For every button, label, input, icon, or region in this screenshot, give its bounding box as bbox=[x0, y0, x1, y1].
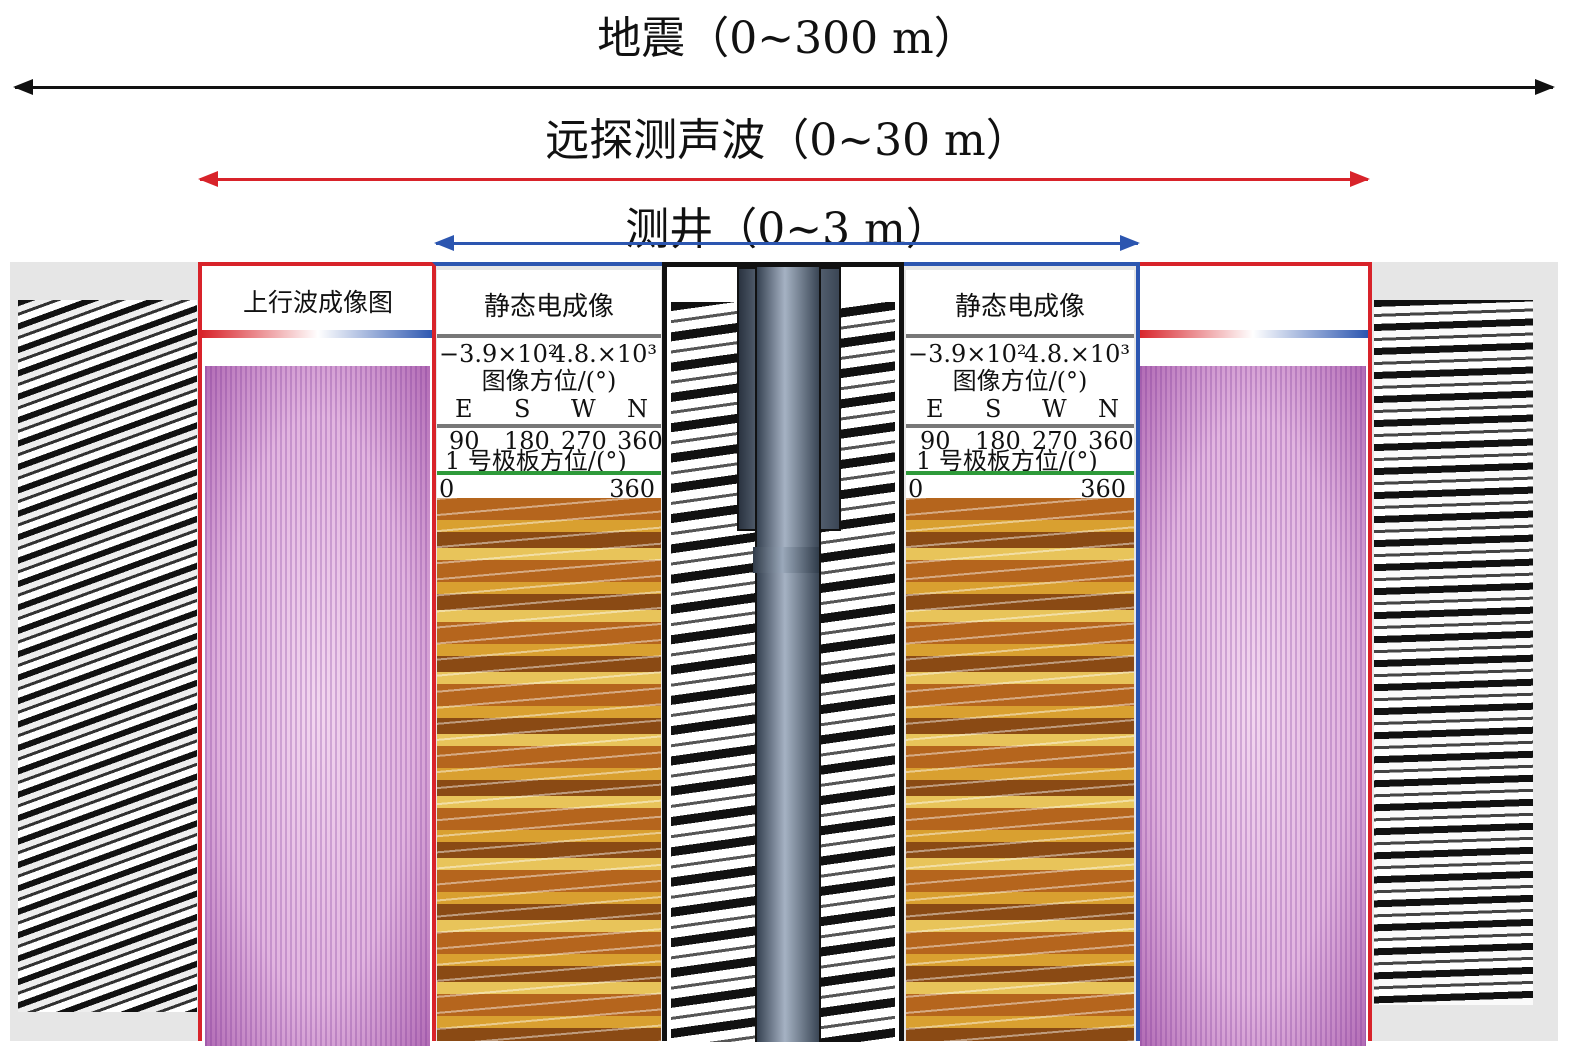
upgoing-wave-image bbox=[205, 366, 430, 1046]
dir-s: S bbox=[985, 395, 1002, 423]
tick: 270 bbox=[1032, 427, 1078, 455]
seismic-range-arrow bbox=[13, 79, 1555, 95]
divider bbox=[437, 334, 661, 338]
pad-azimuth-label: 1 号极板方位/(°) bbox=[916, 447, 1098, 475]
scale-min: −3.9×10² bbox=[439, 340, 558, 368]
dir-e: E bbox=[455, 395, 473, 423]
pad-curve-legend bbox=[906, 471, 1134, 475]
electric-image bbox=[437, 498, 661, 1041]
seismic-range-title: 地震（0~300 m） bbox=[597, 13, 978, 64]
scale-min: −3.9×10² bbox=[908, 340, 1027, 368]
pad-azimuth-label: 1 号极板方位/(°) bbox=[445, 447, 627, 475]
color-scale-bar bbox=[202, 330, 434, 338]
logging-tool-string bbox=[755, 267, 821, 1042]
dir-w: W bbox=[571, 395, 596, 423]
pad-curve-legend bbox=[437, 471, 661, 475]
electric-image bbox=[906, 498, 1134, 1041]
tool-joint bbox=[753, 547, 819, 573]
scale-max: 4.8.×10³ bbox=[550, 340, 657, 368]
far-acoustic-range-arrow bbox=[198, 171, 1370, 187]
tick: 180 bbox=[504, 427, 550, 455]
panel-title: 静态电成像 bbox=[954, 292, 1085, 322]
tick: 180 bbox=[975, 427, 1021, 455]
divider bbox=[906, 334, 1134, 338]
dir-w: W bbox=[1042, 395, 1067, 423]
dir-s: S bbox=[514, 395, 531, 423]
logging-range-title: 测井（0~3 m） bbox=[625, 204, 950, 255]
scale-max: 4.8.×10³ bbox=[1023, 340, 1130, 368]
upgoing-wave-title: 上行波成像图 bbox=[242, 288, 393, 317]
pad-min: 0 bbox=[439, 475, 455, 503]
tick: 90 bbox=[449, 427, 480, 455]
dir-n: N bbox=[1098, 395, 1119, 423]
tick: 360 bbox=[617, 427, 663, 455]
logging-range-arrow bbox=[434, 235, 1140, 251]
upgoing-wave-panel: 上行波成像图 bbox=[198, 262, 434, 1046]
pad-max: 360 bbox=[609, 475, 655, 503]
tick: 360 bbox=[1088, 427, 1134, 455]
tick: 270 bbox=[561, 427, 607, 455]
pad-min: 0 bbox=[908, 475, 924, 503]
dir-e: E bbox=[926, 395, 944, 423]
color-scale-bar bbox=[1138, 330, 1368, 338]
borehole-panel bbox=[662, 262, 904, 1042]
right-seismic-section bbox=[1374, 300, 1533, 1005]
divider bbox=[437, 424, 661, 428]
dir-n: N bbox=[627, 395, 648, 423]
far-acoustic-range-title: 远探测声波（0~30 m） bbox=[545, 115, 1030, 166]
left-static-electric-image-panel: 静态电成像 −3.9×10² 4.8.×10³ 图像方位/(°) E S W N… bbox=[437, 270, 663, 1041]
panel-title: 静态电成像 bbox=[483, 292, 614, 322]
pad-max: 360 bbox=[1080, 475, 1126, 503]
left-seismic-section bbox=[18, 300, 197, 1012]
right-static-electric-image-panel: 静态电成像 −3.9×10² 4.8.×10³ 图像方位/(°) E S W N… bbox=[906, 270, 1134, 1041]
right-upgoing-wave-image bbox=[1140, 366, 1366, 1046]
azimuth-label: 图像方位/(°) bbox=[952, 367, 1088, 395]
tick: 90 bbox=[920, 427, 951, 455]
right-upgoing-wave-panel bbox=[1138, 262, 1372, 1046]
divider bbox=[906, 424, 1134, 428]
azimuth-label: 图像方位/(°) bbox=[481, 367, 617, 395]
